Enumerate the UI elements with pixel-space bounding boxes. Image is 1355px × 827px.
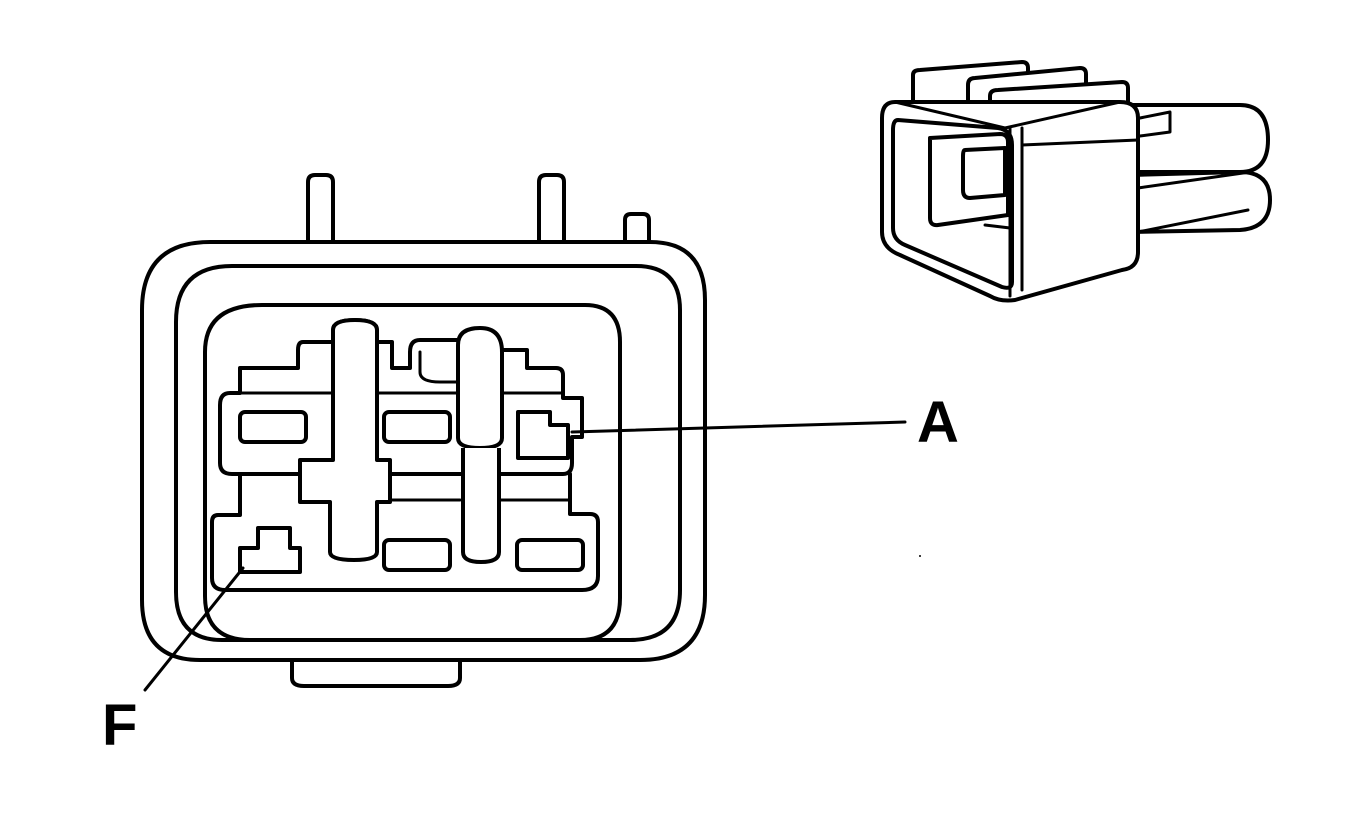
terminal-slot-a [516,410,570,460]
iso-shroud-inner [891,118,1014,290]
leader-line-a [570,420,907,434]
terminal-slot [382,538,452,572]
terminal-block-upper [218,318,584,476]
pin-small [623,212,651,243]
speck [919,555,921,557]
inner-ring [174,264,682,642]
connector-front-view: A F [102,173,959,758]
latch-right-stem [461,448,501,564]
terminal-block-lower [210,472,600,592]
callout-label-f: F [102,693,137,758]
connector-isometric-view [880,60,1272,303]
terminal-slot-f [238,526,302,574]
callout-label-a: A [917,390,959,455]
iso-insert-key [961,146,1007,200]
iso-tab-small [1138,110,1172,138]
terminal-slots [238,410,585,574]
outer-housing [140,240,707,662]
terminal-cavity [203,303,622,642]
terminal-slot [515,538,585,572]
iso-cylinder-bottom [1128,170,1272,234]
pin-left [306,173,335,243]
bottom-tab [290,660,462,688]
latch-left [298,318,392,562]
terminal-slot [238,410,308,444]
iso-body-lines [983,138,1252,238]
latch-right-arm [418,350,460,384]
top-pins [306,173,651,243]
pin-right [537,173,566,243]
latch-right [456,326,504,450]
terminal-slot [382,410,452,444]
leader-line-f [143,566,245,692]
